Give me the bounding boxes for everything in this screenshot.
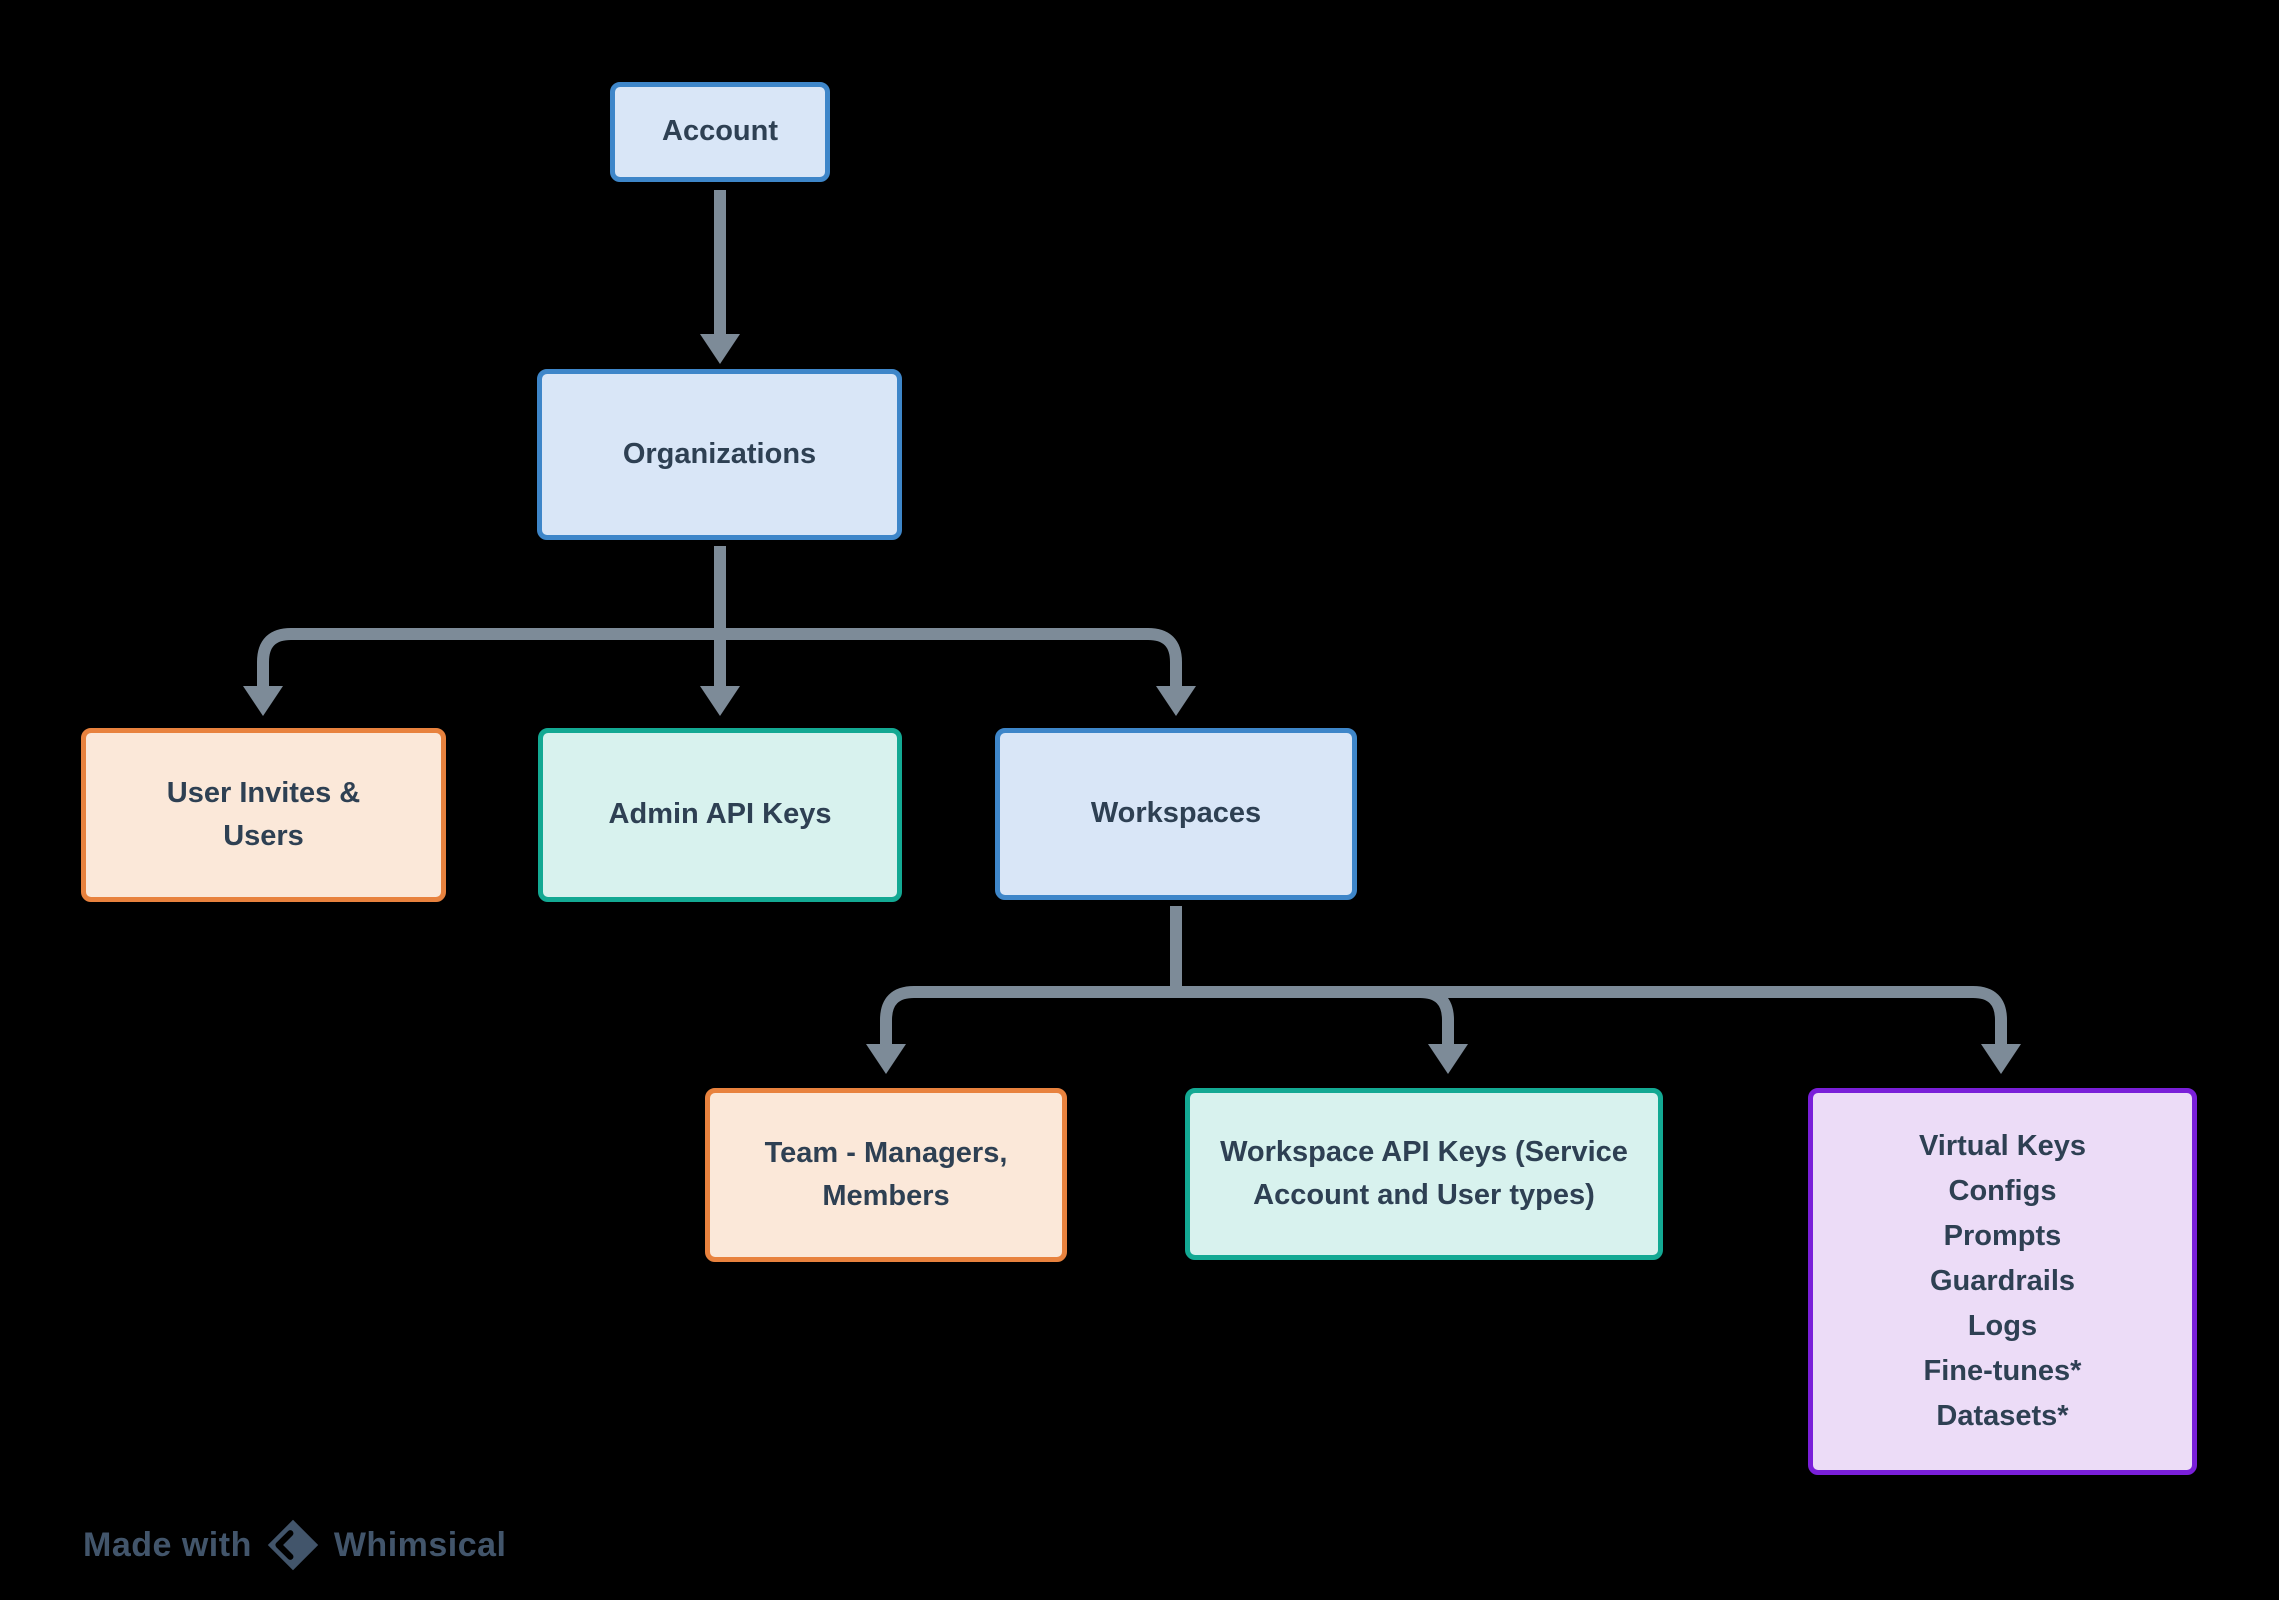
- resource-line: Prompts: [1943, 1220, 2062, 1252]
- node-organizations-label: Organizations: [622, 437, 817, 470]
- resource-line: Datasets*: [1936, 1400, 2069, 1432]
- edge-organizations-to-children: [257, 546, 1182, 688]
- edge-workspaces-to-children: [880, 906, 2007, 1046]
- arrow-down-icon: [700, 686, 740, 716]
- node-team-managers-members-label: Team - Managers, Members: [764, 1136, 1008, 1213]
- resource-line: Logs: [1967, 1310, 2038, 1342]
- node-admin-api-keys: Admin API Keys: [538, 728, 902, 902]
- node-workspace-resources-lines: Virtual Keys Configs Prompts Guardrails …: [1919, 1124, 2086, 1439]
- node-admin-api-keys-label: Admin API Keys: [608, 798, 832, 831]
- node-workspaces-label: Workspaces: [1090, 797, 1262, 830]
- node-account: Account: [610, 82, 830, 182]
- node-user-invites-users: User Invites & Users: [81, 728, 446, 902]
- resource-line: Fine-tunes*: [1923, 1355, 2082, 1387]
- node-workspace-resources: Virtual Keys Configs Prompts Guardrails …: [1808, 1088, 2197, 1475]
- whimsical-logo-icon: [267, 1519, 319, 1571]
- arrow-down-icon: [866, 1044, 906, 1074]
- arrow-down-icon: [1981, 1044, 2021, 1074]
- node-workspace-api-keys: Workspace API Keys (Service Account and …: [1185, 1088, 1663, 1260]
- resource-line: Virtual Keys: [1918, 1130, 2087, 1162]
- node-workspace-api-keys-label: Workspace API Keys (Service Account and …: [1220, 1135, 1628, 1212]
- resource-line: Configs: [1948, 1175, 2057, 1207]
- whimsical-watermark: Made with Whimsical: [83, 1514, 507, 1576]
- node-team-managers-members: Team - Managers, Members: [705, 1088, 1067, 1262]
- watermark-brand: Whimsical: [333, 1525, 507, 1564]
- arrow-down-icon: [243, 686, 283, 716]
- arrow-down-icon: [700, 334, 740, 364]
- arrowhead-icons: [243, 334, 2021, 1074]
- watermark-prefix: Made with: [83, 1525, 252, 1564]
- arrow-down-icon: [1156, 686, 1196, 716]
- resource-line: Guardrails: [1929, 1265, 2076, 1297]
- node-organizations: Organizations: [537, 369, 902, 540]
- arrow-down-icon: [1428, 1044, 1468, 1074]
- node-account-label: Account: [662, 115, 778, 148]
- node-workspaces: Workspaces: [995, 728, 1357, 900]
- node-user-invites-users-label: User Invites & Users: [166, 776, 361, 853]
